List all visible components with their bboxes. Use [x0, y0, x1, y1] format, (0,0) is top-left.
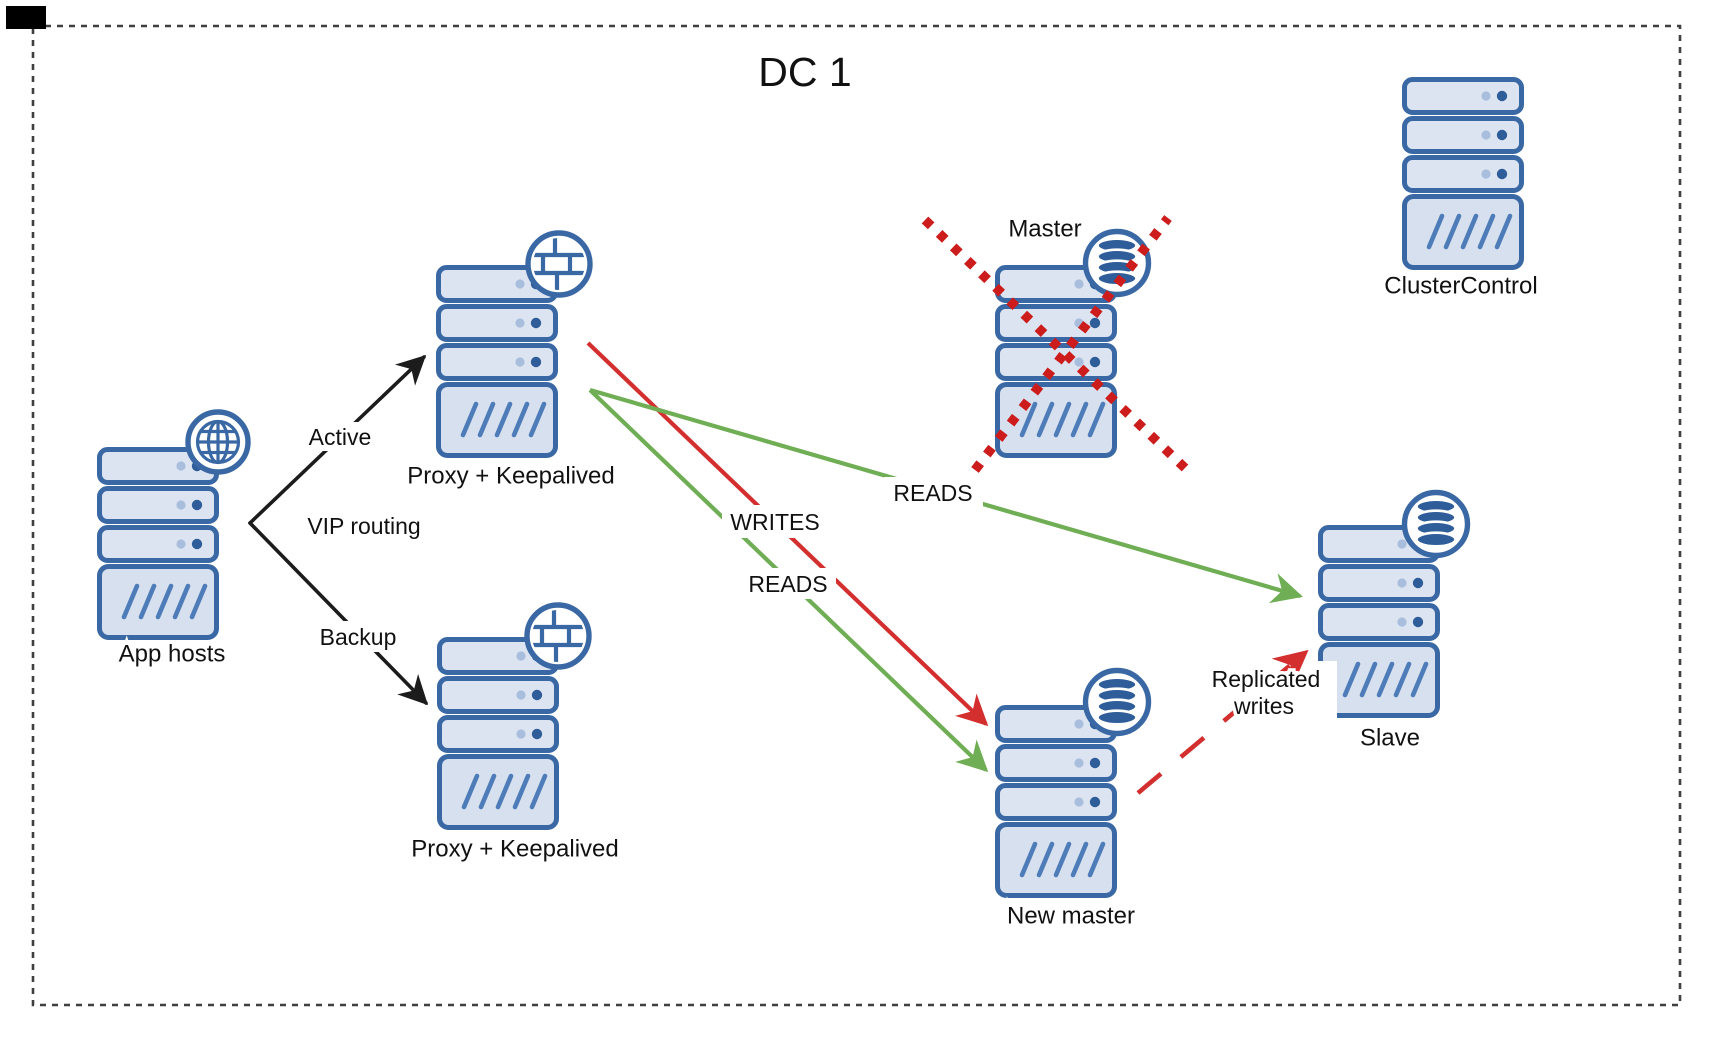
- firewall-icon: [528, 233, 590, 295]
- vip-routing-label: VIP routing: [307, 513, 420, 539]
- active-label: Active: [309, 424, 372, 450]
- master-label: Master: [1008, 216, 1081, 243]
- app-hosts-label: App hosts: [119, 641, 226, 668]
- reads-to-new-master-label: READS: [748, 571, 827, 597]
- proxy-backup-label: Proxy + Keepalived: [411, 836, 618, 863]
- failure-cross-icon: [921, 215, 1189, 473]
- firewall-icon: [527, 605, 589, 667]
- label-box: [722, 505, 828, 538]
- reads-to-slave-label: READS: [893, 480, 972, 506]
- proxy-active-label: Proxy + Keepalived: [407, 463, 614, 490]
- new-master-label: New master: [1007, 903, 1135, 930]
- slave-label: Slave: [1360, 725, 1420, 752]
- label-box: [1196, 661, 1337, 723]
- diagram-title: DC 1: [758, 49, 851, 95]
- writes-label: WRITES: [730, 509, 819, 535]
- server-proxy-backup: [440, 640, 557, 828]
- clustercontrol-label: ClusterControl: [1384, 273, 1537, 300]
- dashed-border: [31, 24, 1682, 1007]
- server-master: [998, 268, 1115, 456]
- backup-arrow: [248, 521, 429, 706]
- label-box: [315, 621, 401, 652]
- server-clustercontrol: [1405, 80, 1522, 268]
- globe-icon: [188, 412, 248, 472]
- database-icon: [1086, 232, 1149, 295]
- label-box: [739, 568, 836, 599]
- replicated-writes-label-2: writes: [1233, 693, 1294, 719]
- backup-label: Backup: [320, 624, 397, 650]
- server-proxy-active: [439, 268, 556, 456]
- replicated-writes-arrow: [1136, 649, 1309, 795]
- corner-artifact: [6, 6, 46, 29]
- label-box: [884, 477, 983, 508]
- replicated-writes-label-1: Replicated: [1212, 666, 1321, 692]
- database-icon: [1086, 671, 1149, 734]
- server-new-master: [998, 708, 1115, 896]
- server-slave: [1321, 528, 1438, 716]
- label-box: [302, 422, 378, 451]
- database-icon: [1405, 493, 1468, 556]
- server-app-hosts: [100, 450, 217, 638]
